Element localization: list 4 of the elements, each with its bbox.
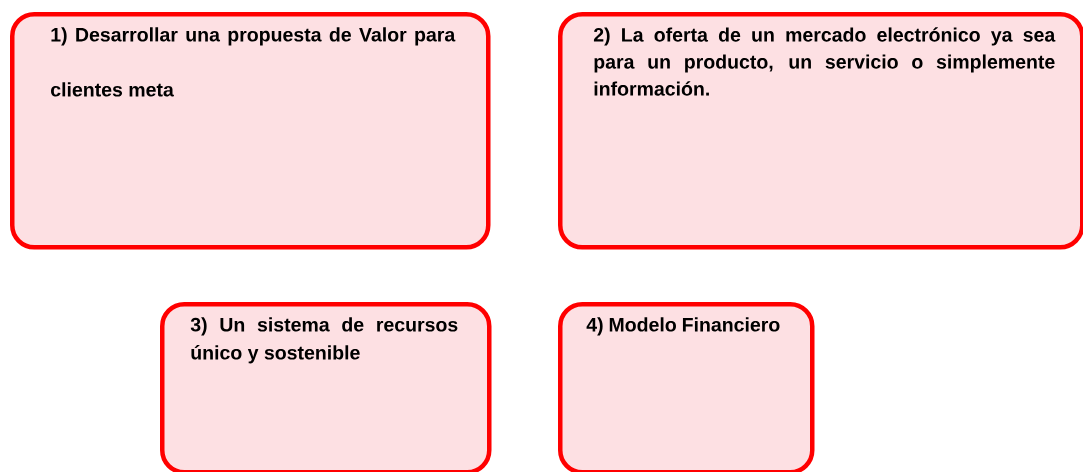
text-box: 3) Un sistema de recursos único y sostenible xyxy=(160,302,492,472)
text-box: 2) La oferta de un mercado electrónico ya sea para un producto, un servicio o simplemente información. xyxy=(558,12,1083,250)
text-box: 4) Modelo Financiero xyxy=(558,302,815,472)
text-box: 1) Desarrollar una propuesta de Valor para clientes meta xyxy=(10,12,491,250)
